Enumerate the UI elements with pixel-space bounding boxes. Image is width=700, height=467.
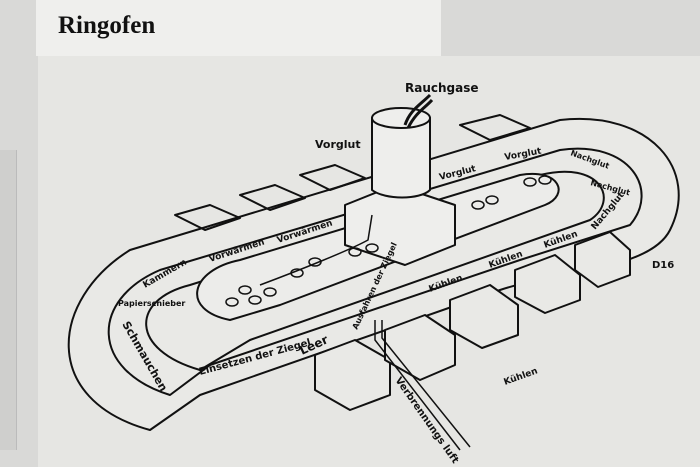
figure-id: D16 [652,260,674,271]
label-verbrennungsluft: Verbrennungs luft [393,375,461,465]
label-rauchgase: Rauchgase [405,81,479,95]
label-vorglut-top: Vorglut [315,138,361,151]
label-kuehlen-1: Kühlen [503,366,540,387]
combustion-air-line [381,320,471,448]
kiln-inner-ring [107,147,643,396]
fuel-holes [225,175,552,307]
chimney-top [371,107,431,129]
background-strip [0,150,17,450]
flow-arrow [259,214,373,286]
label-papierschieber: Papierschieber [118,299,185,308]
smoke-icon [403,93,434,129]
chimney-stack [371,117,431,199]
combustion-air-line [374,320,461,451]
page-title: Ringofen [58,12,156,39]
title-card [36,0,441,56]
